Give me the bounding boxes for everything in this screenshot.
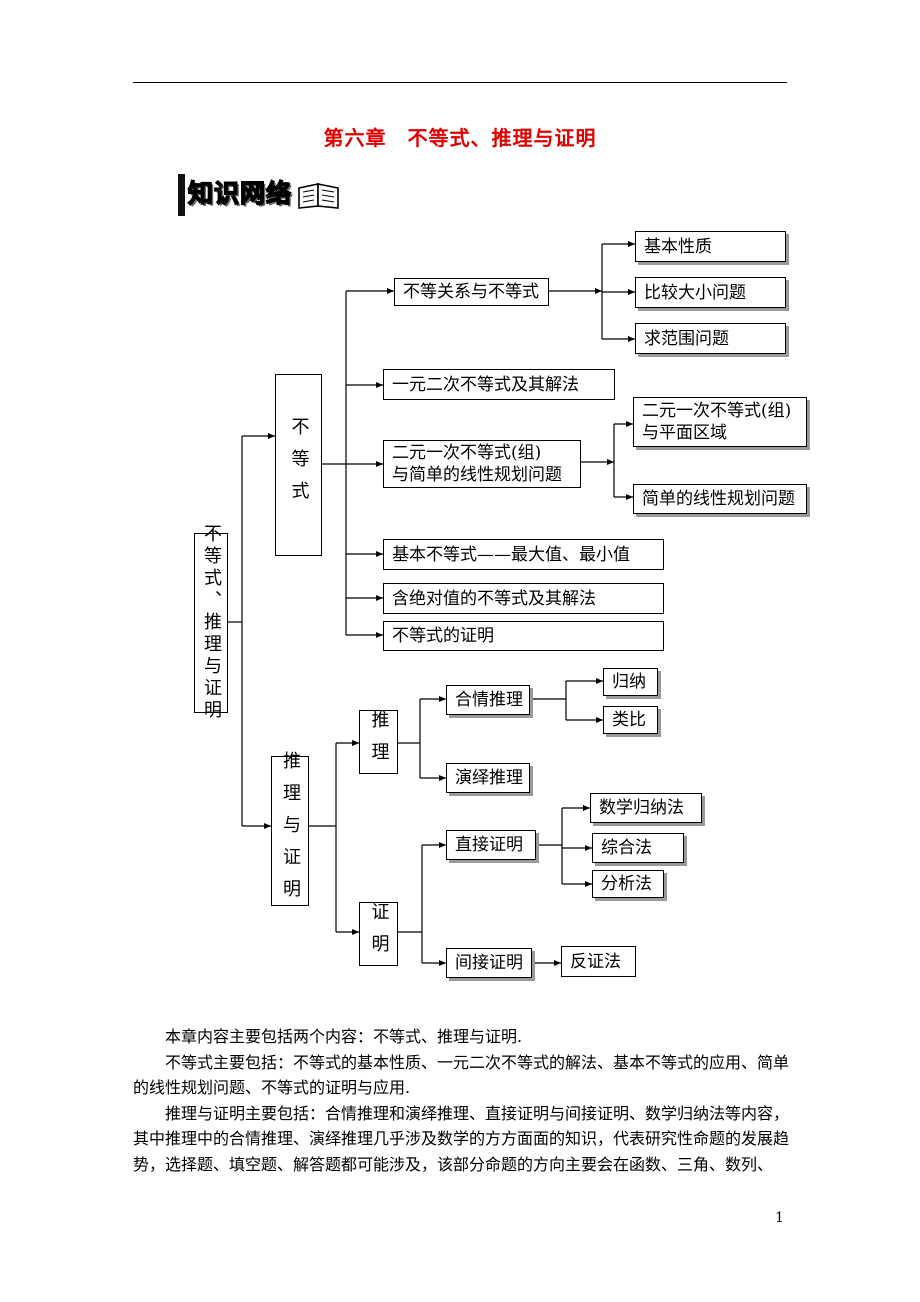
inequality-paragraph: 不等式主要包括：不等式的基本性质、一元二次不等式的解法、基本不等式的应用、简单的…	[133, 1052, 790, 1098]
banner-label: 知识网络	[187, 178, 293, 208]
section-banner: 知识网络	[178, 170, 348, 216]
reasoning-paragraph: 推理与证明主要包括：合情推理和演绎推理、直接证明与间接证明、数学归纳法等内容，其…	[133, 1103, 790, 1174]
plane-region-line1: 二元一次不等式(组)	[642, 401, 792, 421]
root-node: 不等式、推理与证明	[194, 524, 228, 722]
compare-size-node: 比较大小问题	[635, 277, 786, 308]
quadratic-inequality-node: 一元二次不等式及其解法	[383, 369, 615, 400]
analogy-node: 类比	[603, 706, 658, 734]
book-icon	[298, 183, 339, 209]
synthetic-method-node: 综合法	[592, 833, 684, 863]
induction-node: 归纳	[603, 668, 658, 696]
header-rule	[133, 82, 787, 83]
inequality-proof-node: 不等式的证明	[383, 621, 664, 651]
inequality-node: 不等式	[275, 374, 322, 556]
indirect-proof-node: 间接证明	[446, 948, 532, 978]
basic-properties-node: 基本性质	[635, 231, 786, 262]
basic-inequality-node: 基本不等式——最大值、最小值	[383, 539, 664, 570]
linear-line1: 二元一次不等式(组)	[392, 443, 542, 463]
reasoning-proof-node: 推理与证明	[271, 751, 309, 911]
plane-region-line2: 与平面区域	[642, 423, 727, 443]
math-induction-node: 数学归纳法	[590, 793, 702, 823]
page-number: 1	[775, 1210, 784, 1226]
direct-proof-node: 直接证明	[446, 830, 536, 860]
linear-programming-node: 二元一次不等式(组) 与简单的线性规划问题	[383, 440, 581, 488]
chapter-title: 第六章 不等式、推理与证明	[323, 126, 597, 150]
intro-paragraph: 本章内容主要包括两个内容：不等式、推理与证明.	[165, 1027, 523, 1046]
plausible-reasoning-node: 合情推理	[446, 685, 530, 715]
banner-bar	[178, 174, 185, 216]
linear-line2: 与简单的线性规划问题	[392, 465, 562, 485]
diagram-connectors	[228, 241, 635, 966]
range-problem-node: 求范围问题	[635, 323, 786, 354]
analytic-method-node: 分析法	[592, 870, 664, 898]
plane-region-node: 二元一次不等式(组) 与平面区域	[633, 397, 807, 447]
chapter-intro: 本章内容主要包括两个内容：不等式、推理与证明. 不等式主要包括：不等式的基本性质…	[133, 1024, 789, 1177]
proof-node: 证明	[359, 902, 398, 966]
absolute-inequality-node: 含绝对值的不等式及其解法	[383, 583, 664, 614]
contradiction-node: 反证法	[561, 946, 636, 977]
relation-node: 不等关系与不等式	[394, 278, 549, 306]
deductive-reasoning-node: 演绎推理	[446, 763, 530, 793]
simple-lp-node: 简单的线性规划问题	[633, 484, 807, 514]
reasoning-node: 推理	[359, 710, 398, 774]
